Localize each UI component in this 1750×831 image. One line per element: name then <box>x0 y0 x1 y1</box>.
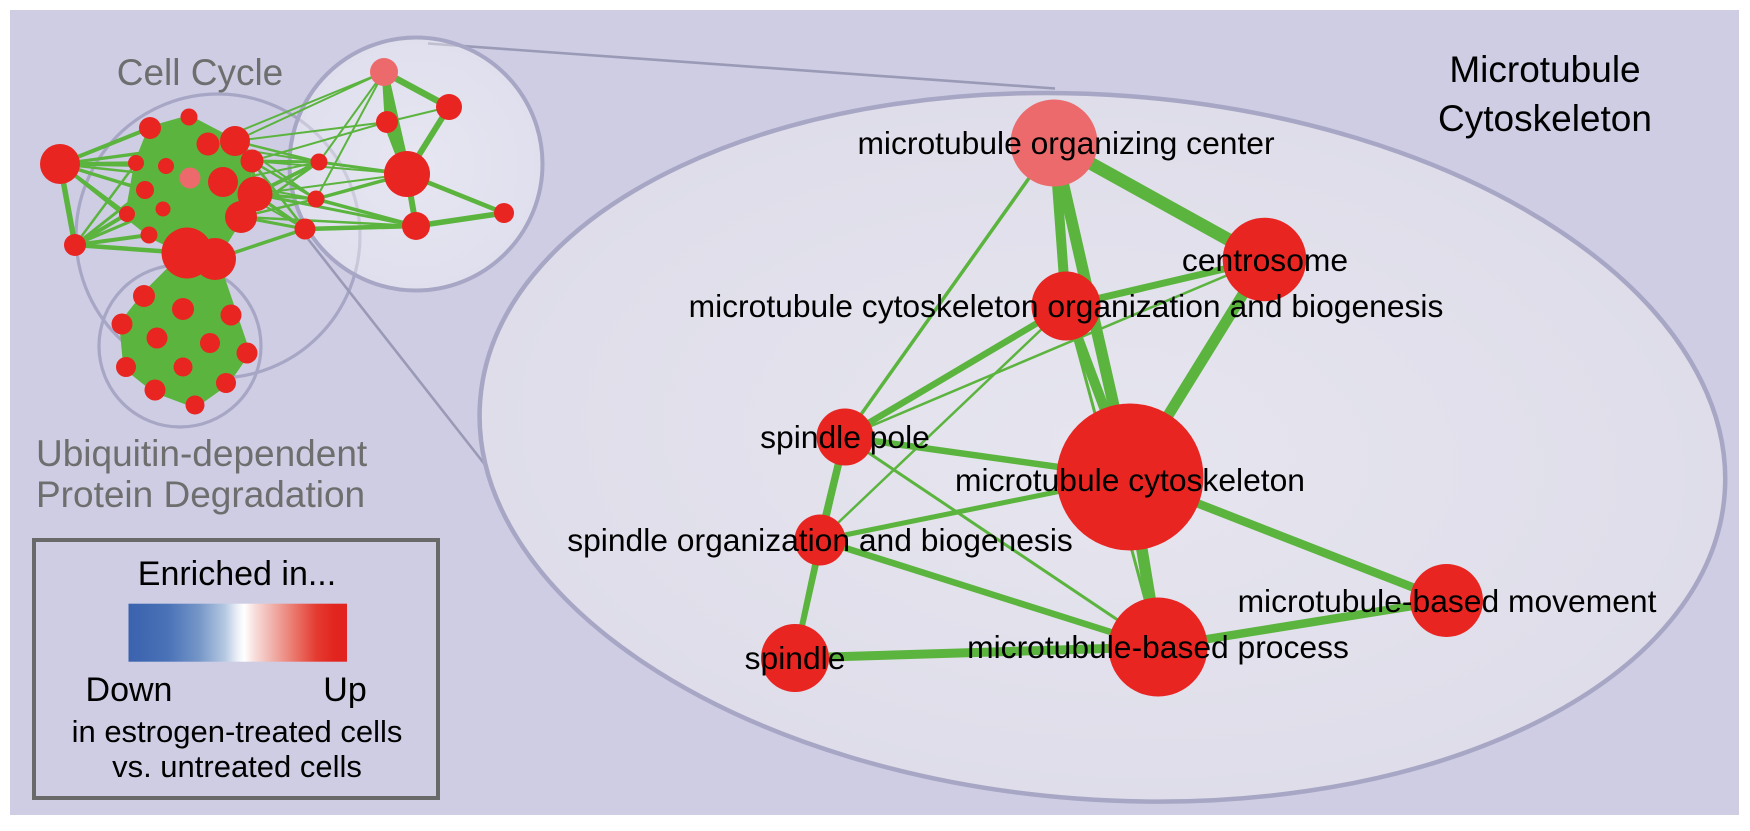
svg-text:microtubule cytoskeleton: microtubule cytoskeleton <box>955 462 1305 498</box>
svg-text:microtubule cytoskeleton organ: microtubule cytoskeleton organization an… <box>689 288 1444 324</box>
svg-text:Protein Degradation: Protein Degradation <box>36 474 365 515</box>
svg-text:microtubule-based movement: microtubule-based movement <box>1238 583 1657 619</box>
svg-text:Up: Up <box>323 671 366 709</box>
svg-text:centrosome: centrosome <box>1182 242 1348 278</box>
svg-text:spindle pole: spindle pole <box>760 419 930 455</box>
svg-text:microtubule-based process: microtubule-based process <box>967 629 1349 665</box>
svg-text:spindle: spindle <box>745 640 846 676</box>
svg-text:in estrogen-treated cells: in estrogen-treated cells <box>72 714 403 749</box>
svg-text:spindle organization and bioge: spindle organization and biogenesis <box>567 522 1073 558</box>
svg-text:vs. untreated cells: vs. untreated cells <box>112 749 362 784</box>
svg-text:Microtubule: Microtubule <box>1449 49 1640 90</box>
svg-text:Cytoskeleton: Cytoskeleton <box>1438 98 1652 139</box>
svg-text:Ubiquitin-dependent: Ubiquitin-dependent <box>36 433 368 474</box>
svg-text:Down: Down <box>86 671 173 709</box>
svg-text:Cell Cycle: Cell Cycle <box>117 52 284 93</box>
svg-text:microtubule organizing center: microtubule organizing center <box>857 125 1275 161</box>
svg-text:Enriched in...: Enriched in... <box>138 555 336 593</box>
